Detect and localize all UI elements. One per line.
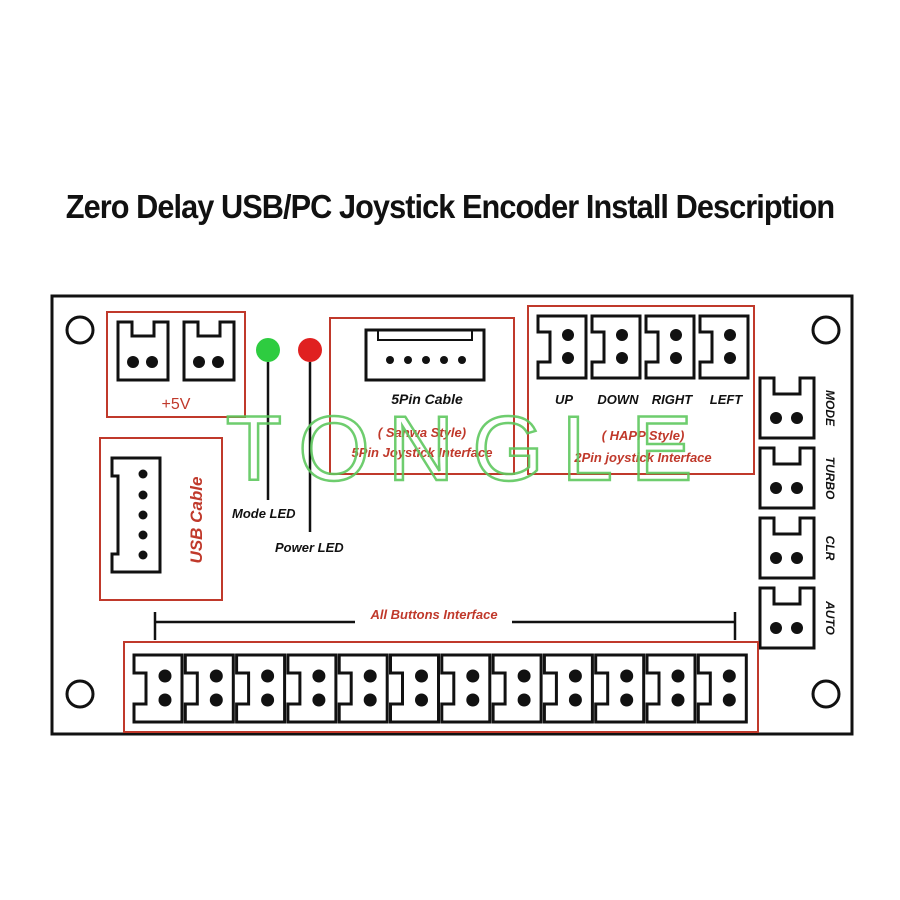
sanwa-pin bbox=[458, 356, 466, 364]
side-button-label: AUTO bbox=[823, 600, 837, 635]
happ-connector bbox=[590, 314, 642, 380]
usb-pin bbox=[138, 469, 148, 479]
sanwa-pin bbox=[440, 356, 448, 364]
happ-direction-label: UP bbox=[555, 392, 573, 407]
happ-style-label: ( HAPP Style) bbox=[602, 428, 685, 443]
happ-connector bbox=[644, 314, 696, 380]
side-button-connectors: MODE TURBO CLR AUTO bbox=[758, 376, 837, 650]
buttons-interface-label: All Buttons Interface bbox=[369, 607, 497, 622]
button-connector bbox=[696, 653, 748, 724]
button-connector bbox=[389, 653, 440, 724]
usb-connector-housing bbox=[110, 456, 162, 574]
side-button-label: CLR bbox=[823, 536, 837, 561]
sanwa-interface-label: 5Pin Joystick Interface bbox=[352, 445, 493, 460]
side-button-connector: AUTO bbox=[758, 586, 837, 650]
button-connector bbox=[594, 653, 646, 724]
watermark: TONGLE bbox=[226, 398, 711, 500]
happ-connector bbox=[536, 314, 588, 380]
button-connectors bbox=[132, 653, 748, 724]
power-connectors bbox=[116, 320, 236, 382]
mount-hole-bottom-left bbox=[65, 679, 95, 709]
usb-connector-pins bbox=[138, 469, 148, 560]
happ-connectors bbox=[536, 314, 750, 380]
mode-led-label: Mode LED bbox=[232, 506, 296, 521]
happ-direction-label: RIGHT bbox=[652, 392, 694, 407]
power-connector bbox=[116, 320, 170, 382]
usb-pin bbox=[138, 490, 148, 500]
button-connector bbox=[440, 653, 492, 724]
button-connector bbox=[132, 653, 184, 724]
mount-hole-top-right bbox=[811, 315, 841, 345]
power-led-label: Power LED bbox=[275, 540, 344, 555]
sanwa-cable-label: 5Pin Cable bbox=[391, 391, 463, 407]
power-label: +5V bbox=[162, 396, 191, 413]
usb-pin bbox=[138, 550, 148, 560]
sanwa-pin bbox=[404, 356, 412, 364]
sanwa-block-outline bbox=[329, 317, 515, 475]
button-connector bbox=[286, 653, 338, 724]
sanwa-pin bbox=[422, 356, 430, 364]
sanwa-connector-housing bbox=[364, 328, 486, 382]
side-button-label: TURBO bbox=[823, 457, 837, 500]
buttons-block-outline bbox=[123, 641, 759, 733]
usb-pin bbox=[138, 530, 148, 540]
power-connector bbox=[182, 320, 236, 382]
side-button-connector: MODE bbox=[758, 376, 837, 440]
happ-direction-labels: UP DOWN RIGHT LEFT bbox=[555, 392, 743, 407]
button-connector bbox=[491, 653, 543, 724]
side-button-connector: TURBO bbox=[758, 446, 837, 510]
happ-direction-label: LEFT bbox=[710, 392, 744, 407]
usb-block-outline bbox=[99, 437, 223, 601]
side-button-connector: CLR bbox=[758, 516, 837, 580]
page-title: Zero Delay USB/PC Joystick Encoder Insta… bbox=[65, 188, 835, 225]
mount-hole-bottom-right bbox=[811, 679, 841, 709]
button-connector bbox=[645, 653, 697, 724]
power-block-outline bbox=[106, 311, 246, 418]
sanwa-pin bbox=[386, 356, 394, 364]
button-connector bbox=[337, 653, 389, 724]
happ-connector bbox=[698, 314, 750, 380]
happ-interface-label: 2Pin joystick Interface bbox=[573, 450, 711, 465]
mount-hole-top-left bbox=[65, 315, 95, 345]
button-connector bbox=[183, 653, 235, 724]
happ-block-outline bbox=[527, 305, 755, 475]
power-led-indicator bbox=[298, 338, 322, 362]
sanwa-connector-pins bbox=[386, 356, 466, 364]
sanwa-style-label: ( Sanwa Style) bbox=[378, 425, 466, 440]
happ-direction-label: DOWN bbox=[597, 392, 639, 407]
usb-label: USB Cable bbox=[187, 477, 206, 564]
mode-led-indicator bbox=[256, 338, 280, 362]
usb-pin bbox=[138, 510, 148, 520]
button-connector bbox=[235, 653, 287, 724]
button-connector bbox=[542, 653, 594, 724]
side-button-label: MODE bbox=[823, 390, 837, 427]
